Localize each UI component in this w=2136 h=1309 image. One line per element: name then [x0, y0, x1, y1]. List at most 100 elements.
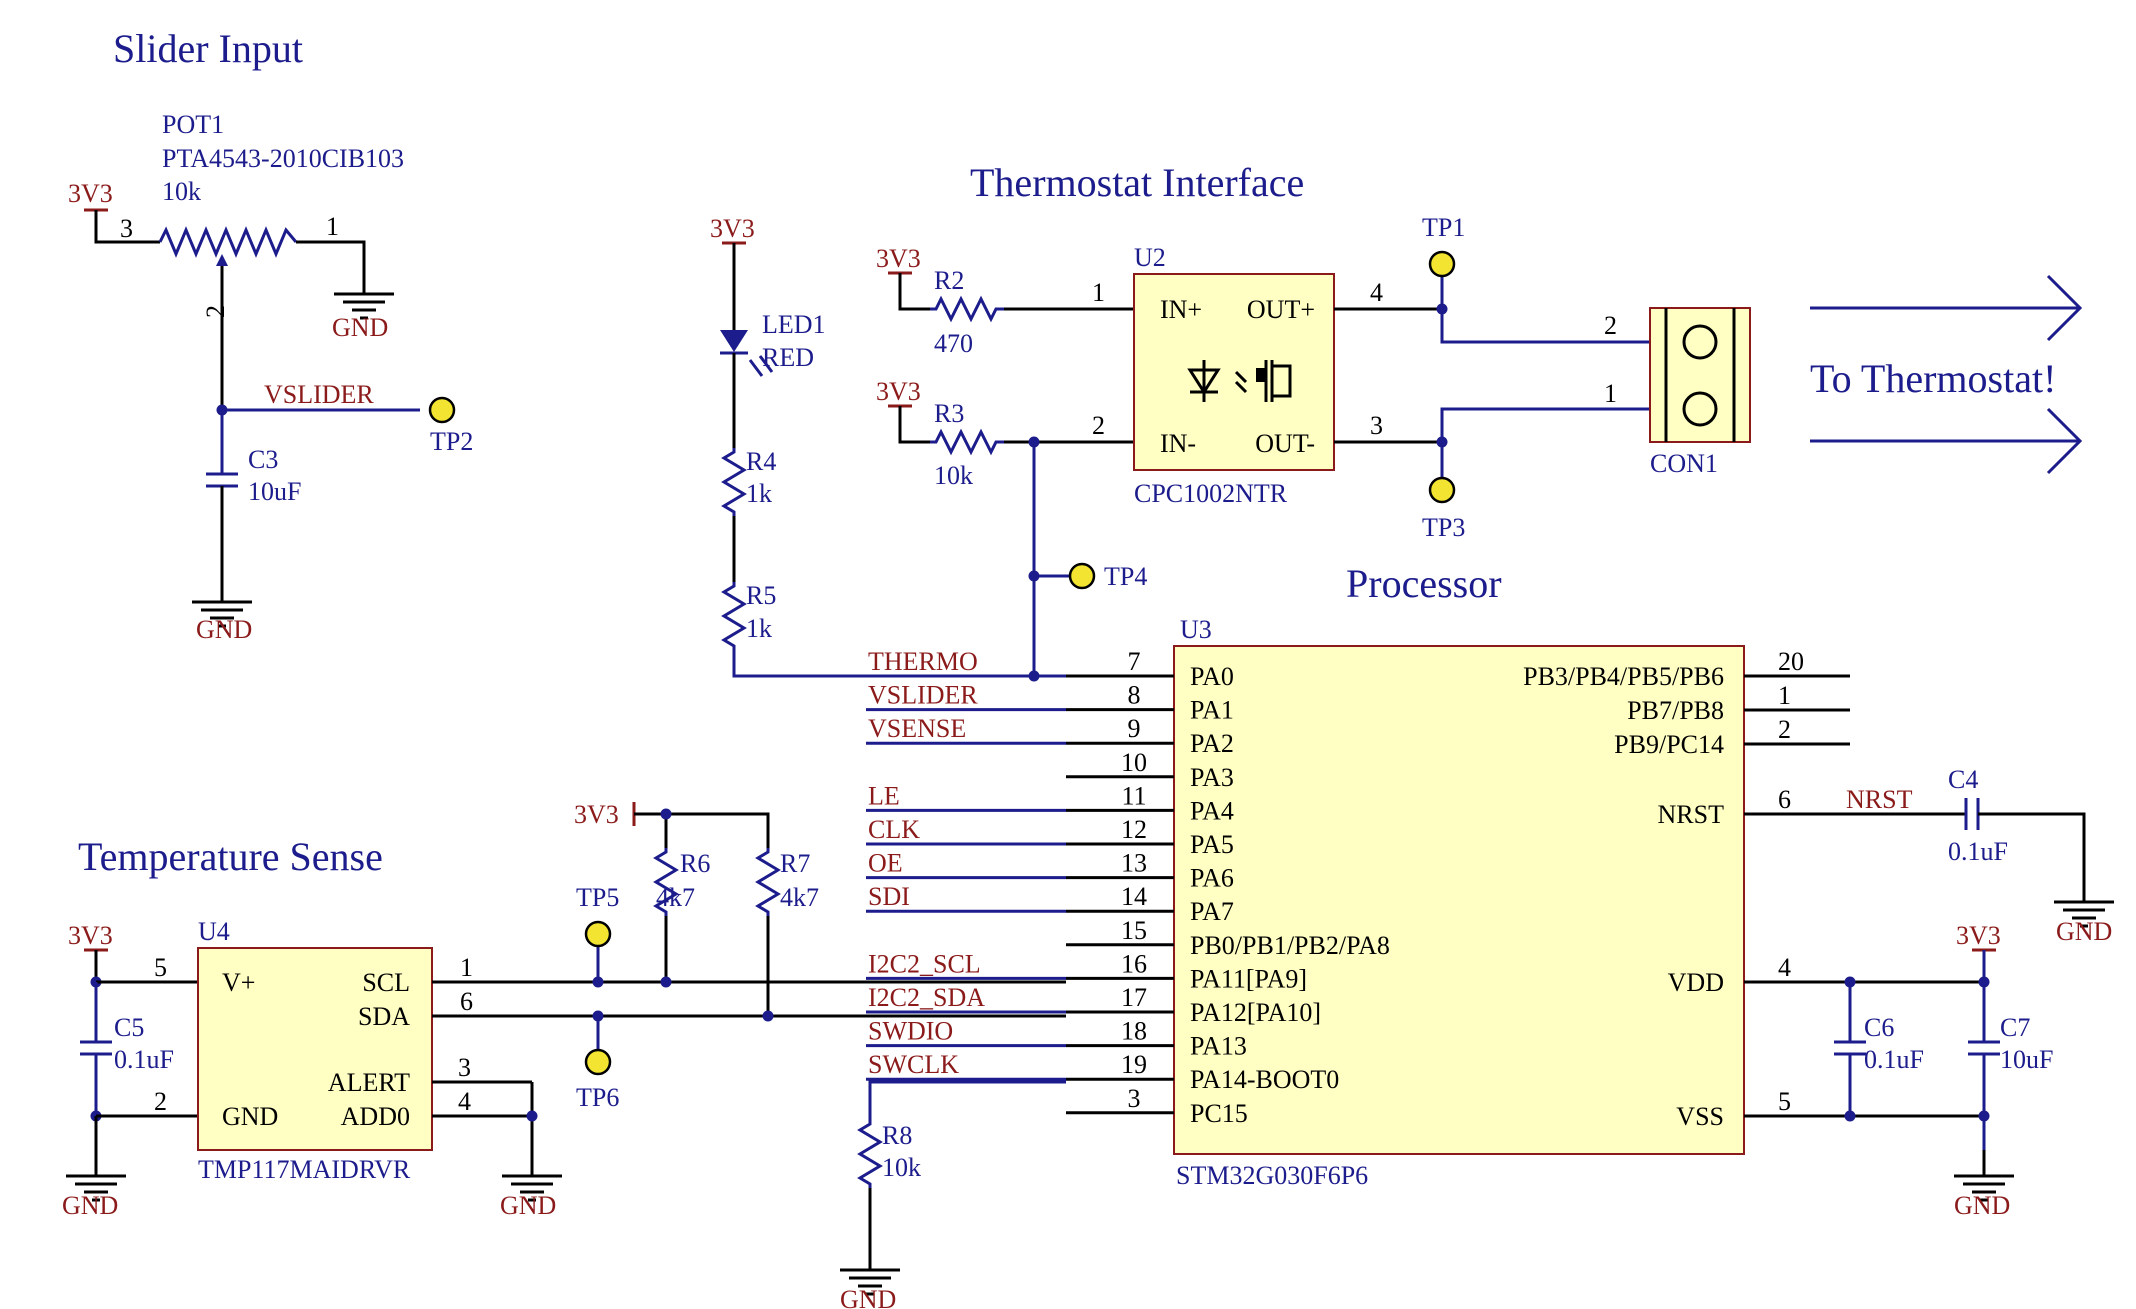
- c7-value: 10uF: [2000, 1045, 2053, 1074]
- u3-pin-number: 12: [1121, 815, 1147, 844]
- u4-body: [197, 947, 433, 1151]
- u4-pin2: 2: [154, 1087, 167, 1116]
- add0-gnd-label: GND: [500, 1191, 556, 1220]
- vdd-3v3-label: 3V3: [1956, 921, 2001, 950]
- c6-value: 0.1uF: [1864, 1045, 1924, 1074]
- u4-3v3-label: 3V3: [68, 921, 113, 950]
- r2-ref: R2: [934, 266, 964, 295]
- tp6-label: TP6: [576, 1083, 619, 1112]
- u2-out-plus: OUT+: [1247, 295, 1315, 324]
- u4-alert: ALERT: [328, 1068, 410, 1097]
- led1-color: RED: [762, 343, 814, 372]
- u3-pin-vss: VSS: [1676, 1102, 1724, 1131]
- nrst-net-label: NRST: [1846, 785, 1913, 814]
- u3-net-label: SWDIO: [868, 1017, 953, 1046]
- u3-pin-number: 3: [1128, 1084, 1141, 1113]
- u3-net-label: VSLIDER: [868, 681, 978, 710]
- r8-gnd-label: GND: [840, 1285, 896, 1309]
- u2-pin2: 2: [1092, 411, 1105, 440]
- u3-pin-nrst: NRST: [1658, 800, 1725, 829]
- pullup-3v3-label: 3V3: [574, 800, 619, 829]
- pot1-pin1: 1: [326, 212, 339, 241]
- u3-net-label: SDI: [868, 882, 910, 911]
- tp3-pad: [1428, 476, 1456, 504]
- u3-pin-name: PA7: [1190, 897, 1234, 926]
- u3-section: U3 STM32G030F6P6 7PA0THERMO8PA1VSLIDER9P…: [838, 615, 2116, 1309]
- u4-add0: ADD0: [341, 1102, 410, 1131]
- u3-pin-name: PA12[PA10]: [1190, 998, 1321, 1027]
- pot1-pin2: 2: [201, 305, 230, 318]
- u3-pin-pb7: PB7/PB8: [1627, 696, 1724, 725]
- tp1-pad: [1428, 250, 1456, 278]
- u3-net-label: THERMO: [868, 647, 978, 676]
- u4-gnd-label: GND: [62, 1191, 118, 1220]
- heading-thermostat-interface: Thermostat Interface: [970, 160, 1304, 205]
- u2-in-minus: IN-: [1160, 429, 1196, 458]
- u3-pin-number: 9: [1128, 714, 1141, 743]
- led-3v3-label: 3V3: [710, 214, 755, 243]
- r6-ref: R6: [680, 849, 710, 878]
- c3-gnd-label: GND: [196, 615, 252, 644]
- u3-pin-number: 13: [1121, 849, 1147, 878]
- u2-part: CPC1002NTR: [1134, 479, 1288, 508]
- u3-pin-name: PA13: [1190, 1032, 1247, 1061]
- u3-net-label: OE: [868, 849, 903, 878]
- tp6-pad: [584, 1048, 612, 1076]
- r6-value: 4k7: [656, 883, 695, 912]
- u4-vplus: V+: [222, 968, 255, 997]
- u3-pin-name: PC15: [1190, 1099, 1248, 1128]
- u3-pin-pb3: PB3/PB4/PB5/PB6: [1523, 662, 1724, 691]
- tp1-label: TP1: [1422, 213, 1465, 242]
- r5-value: 1k: [746, 614, 772, 643]
- u3-pin-name: PA2: [1190, 729, 1234, 758]
- u3-pin-vdd: VDD: [1668, 968, 1724, 997]
- opto-symbol: [1187, 360, 1292, 402]
- tp2-label: TP2: [430, 427, 473, 456]
- u3-pin-number: 16: [1121, 949, 1147, 978]
- con1-pin2: 2: [1604, 311, 1617, 340]
- r4-value: 1k: [746, 479, 772, 508]
- u3-pin-name: PA14-BOOT0: [1190, 1065, 1339, 1094]
- u2-ref: U2: [1134, 243, 1166, 272]
- u3-pin1-num: 1: [1778, 681, 1791, 710]
- u3-pin6-num: 6: [1778, 785, 1791, 814]
- u4-pin4: 4: [458, 1087, 471, 1116]
- u3-pin-name: PA6: [1190, 864, 1234, 893]
- r8-value: 10k: [882, 1153, 921, 1182]
- pot1-pin3: 3: [120, 214, 133, 243]
- pot1-section: 3V3 3 1 GND 2 POT1 PTA4543-2010CIB103 10…: [68, 110, 473, 644]
- r8-ref: R8: [882, 1121, 912, 1150]
- thermostat-arrows: [1810, 274, 2083, 475]
- tp3-label: TP3: [1422, 513, 1465, 542]
- u4-section: 3V3 5 C5 0.1uF 2 GND U4 TMP117MAIDRVR V+…: [62, 800, 1066, 1220]
- u3-net-label: SWCLK: [868, 1050, 959, 1079]
- c5-ref: C5: [114, 1013, 144, 1042]
- u3-pin-pb9: PB9/PC14: [1614, 730, 1724, 759]
- u3-net-label: VSENSE: [868, 714, 966, 743]
- pot1-value: 10k: [162, 177, 201, 206]
- u4-scl: SCL: [362, 968, 410, 997]
- c3-ref: C3: [248, 445, 278, 474]
- heading-processor: Processor: [1346, 561, 1502, 606]
- u3-pin-name: PA0: [1190, 662, 1234, 691]
- u3-pin-number: 18: [1121, 1017, 1147, 1046]
- pot1-3v3-label: 3V3: [68, 179, 113, 208]
- u2-body: [1133, 273, 1335, 471]
- u3-net-label: I2C2_SCL: [868, 949, 981, 978]
- u3-net-label: LE: [868, 781, 900, 810]
- r2-value: 470: [934, 329, 973, 358]
- c6-ref: C6: [1864, 1013, 1894, 1042]
- r3-ref: R3: [934, 399, 964, 428]
- c5-value: 0.1uF: [114, 1045, 174, 1074]
- pot1-part: PTA4543-2010CIB103: [162, 144, 404, 173]
- r7-ref: R7: [780, 849, 810, 878]
- led-section: 3V3 LED1 RED R4 1k R5 1k: [710, 214, 1066, 678]
- r2-3v3-label: 3V3: [876, 244, 921, 273]
- u3-net-label: CLK: [868, 815, 920, 844]
- u3-pin-number: 10: [1121, 748, 1147, 777]
- vslider-net-label: VSLIDER: [264, 380, 374, 409]
- u3-pin-number: 15: [1121, 916, 1147, 945]
- u4-part: TMP117MAIDRVR: [198, 1155, 411, 1184]
- u4-pin5: 5: [154, 953, 167, 982]
- c3-value: 10uF: [248, 477, 301, 506]
